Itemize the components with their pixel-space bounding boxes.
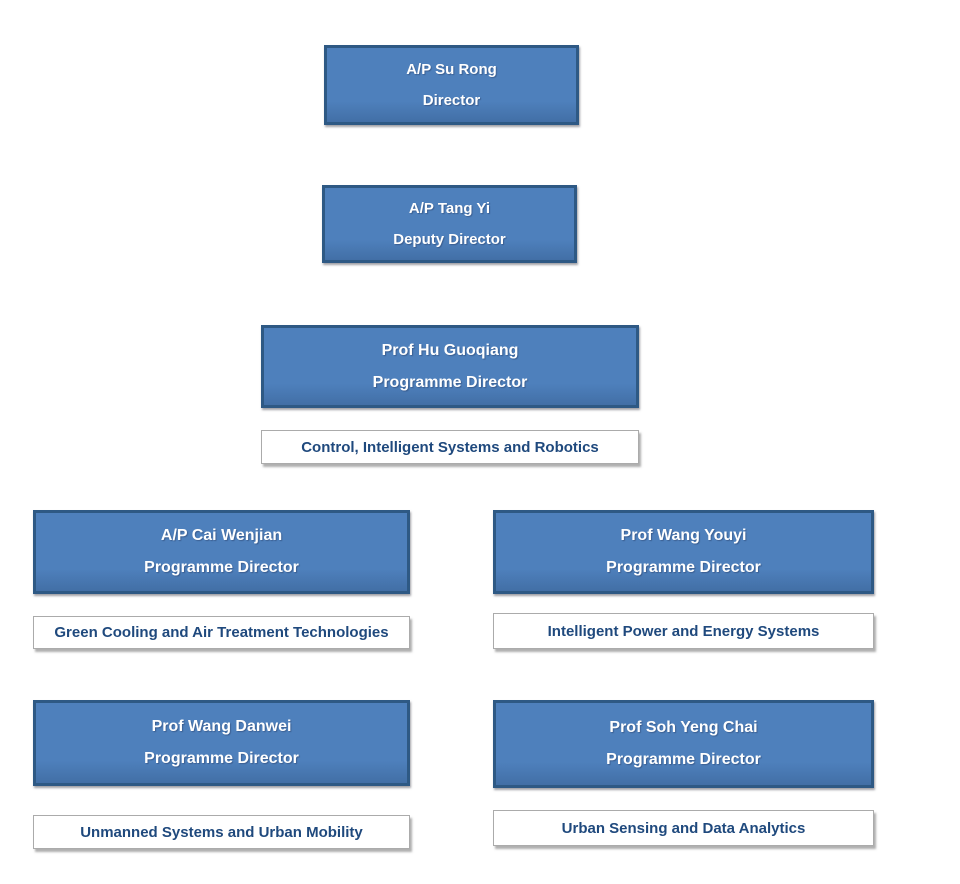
person-title: Deputy Director — [393, 231, 506, 248]
person-box-programme-director-unmanned-systems: Prof Wang Danwei Programme Director — [33, 700, 410, 786]
person-box-director: A/P Su Rong Director — [324, 45, 579, 125]
person-title: Programme Director — [144, 750, 299, 767]
person-name: A/P Su Rong — [406, 61, 497, 78]
person-name: Prof Wang Danwei — [151, 718, 292, 735]
person-box-programme-director-green-cooling: A/P Cai Wenjian Programme Director — [33, 510, 410, 594]
person-box-programme-director-cisr: Prof Hu Guoqiang Programme Director — [261, 325, 639, 408]
person-box-deputy-director: A/P Tang Yi Deputy Director — [322, 185, 577, 263]
person-box-programme-director-power-energy: Prof Wang Youyi Programme Director — [493, 510, 874, 594]
person-name: A/P Tang Yi — [408, 200, 491, 217]
person-title: Programme Director — [372, 373, 528, 391]
programme-label-unmanned-systems: Unmanned Systems and Urban Mobility — [33, 815, 410, 849]
programme-label-green-cooling: Green Cooling and Air Treatment Technolo… — [33, 616, 410, 649]
person-title: Programme Director — [144, 559, 299, 576]
person-title: Programme Director — [606, 559, 761, 576]
person-title: Director — [422, 92, 481, 109]
person-box-programme-director-urban-sensing: Prof Soh Yeng Chai Programme Director — [493, 700, 874, 788]
person-name: Prof Wang Youyi — [620, 527, 747, 544]
person-title: Programme Director — [606, 751, 761, 768]
programme-label-power-energy: Intelligent Power and Energy Systems — [493, 613, 874, 649]
programme-label-cisr: Control, Intelligent Systems and Robotic… — [261, 430, 639, 464]
person-name: A/P Cai Wenjian — [160, 527, 283, 544]
person-name: Prof Hu Guoqiang — [381, 341, 519, 359]
programme-label-urban-sensing: Urban Sensing and Data Analytics — [493, 810, 874, 846]
person-name: Prof Soh Yeng Chai — [609, 719, 758, 736]
